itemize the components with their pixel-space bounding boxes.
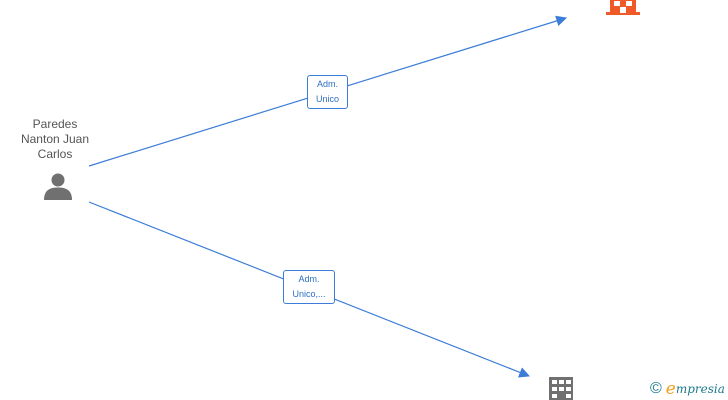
building-icon[interactable] xyxy=(548,376,574,400)
person-name-line: Carlos xyxy=(37,147,73,161)
edge-label-line: Unico xyxy=(315,94,339,104)
brand-wordmark: mpresia xyxy=(675,382,725,396)
person-name[interactable]: Paredes Nanton Juan Carlos xyxy=(10,117,100,162)
brand-logo[interactable]: © e mpresia xyxy=(650,379,725,399)
edge-label-line: Adm. xyxy=(298,274,320,284)
brand-initial: e xyxy=(665,379,676,399)
person-name-line: Nanton Juan xyxy=(20,132,90,146)
edge-label-role[interactable]: Adm. Unico xyxy=(307,75,348,109)
edge-label-role[interactable]: Adm. Unico,... xyxy=(283,270,335,304)
edge-label-line: Adm. xyxy=(316,79,338,89)
person-icon[interactable] xyxy=(43,172,73,202)
copyright-symbol: © xyxy=(650,380,662,397)
edge-label-line: Unico,... xyxy=(292,289,326,299)
person-name-line: Paredes xyxy=(32,117,78,131)
building-icon[interactable] xyxy=(606,0,640,16)
